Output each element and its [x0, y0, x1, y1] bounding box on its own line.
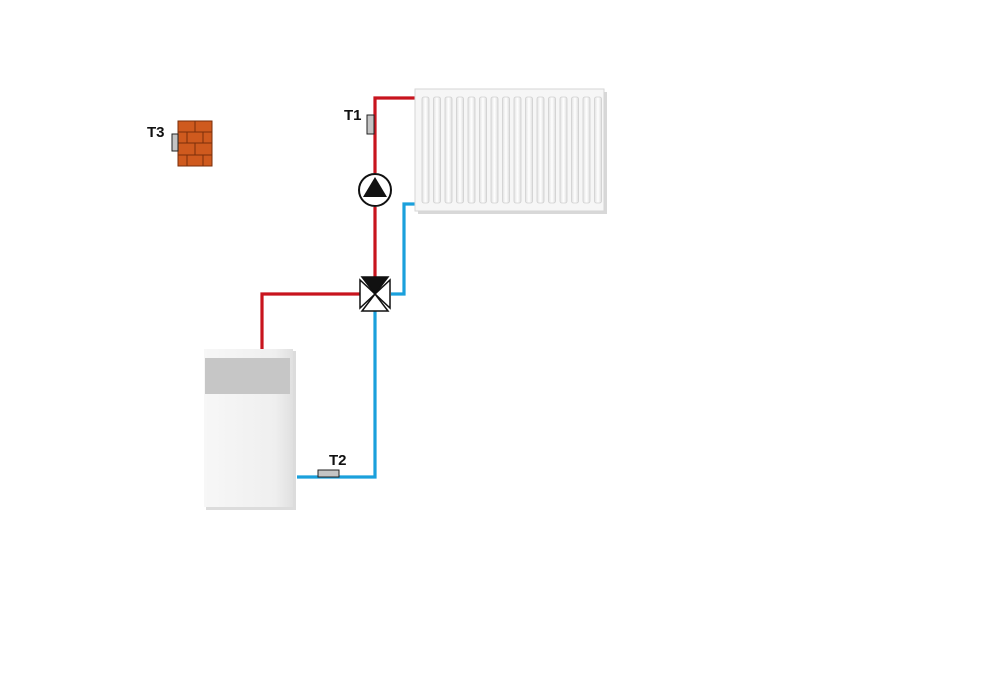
sensor-t1[interactable]: T1 [344, 107, 375, 135]
return-pipe [297, 202, 418, 479]
brick-wall-icon [177, 120, 213, 167]
radiator-fin [513, 96, 522, 204]
radiator-fin [536, 96, 545, 204]
boiler[interactable] [204, 349, 296, 510]
supply-pipe [260, 96, 418, 350]
sensor-t3[interactable]: T3 [147, 120, 213, 167]
radiator-fin [571, 96, 579, 204]
radiator[interactable] [414, 88, 607, 214]
radiator-fin [433, 96, 441, 204]
radiator-fin [502, 96, 510, 204]
radiator-fin [467, 96, 476, 204]
circulation-pump-icon[interactable] [358, 173, 392, 207]
radiator-fin [421, 96, 430, 204]
sensor-t2-label: T2 [329, 452, 347, 469]
sensor-t3-label: T3 [147, 124, 165, 141]
radiator-fin [582, 96, 591, 204]
radiator-fin [594, 96, 602, 204]
radiator-fin [548, 96, 556, 204]
radiator-fin [444, 96, 453, 204]
sensor-t1-label: T1 [344, 107, 362, 124]
radiator-fin [559, 96, 568, 204]
radiator-fin [479, 96, 487, 204]
radiator-fin [456, 96, 464, 204]
mixing-valve-icon[interactable] [359, 276, 391, 312]
radiator-fin [525, 96, 533, 204]
radiator-fin [490, 96, 499, 204]
radiator-fins [421, 96, 602, 204]
sensor-t2[interactable]: T2 [317, 452, 347, 478]
